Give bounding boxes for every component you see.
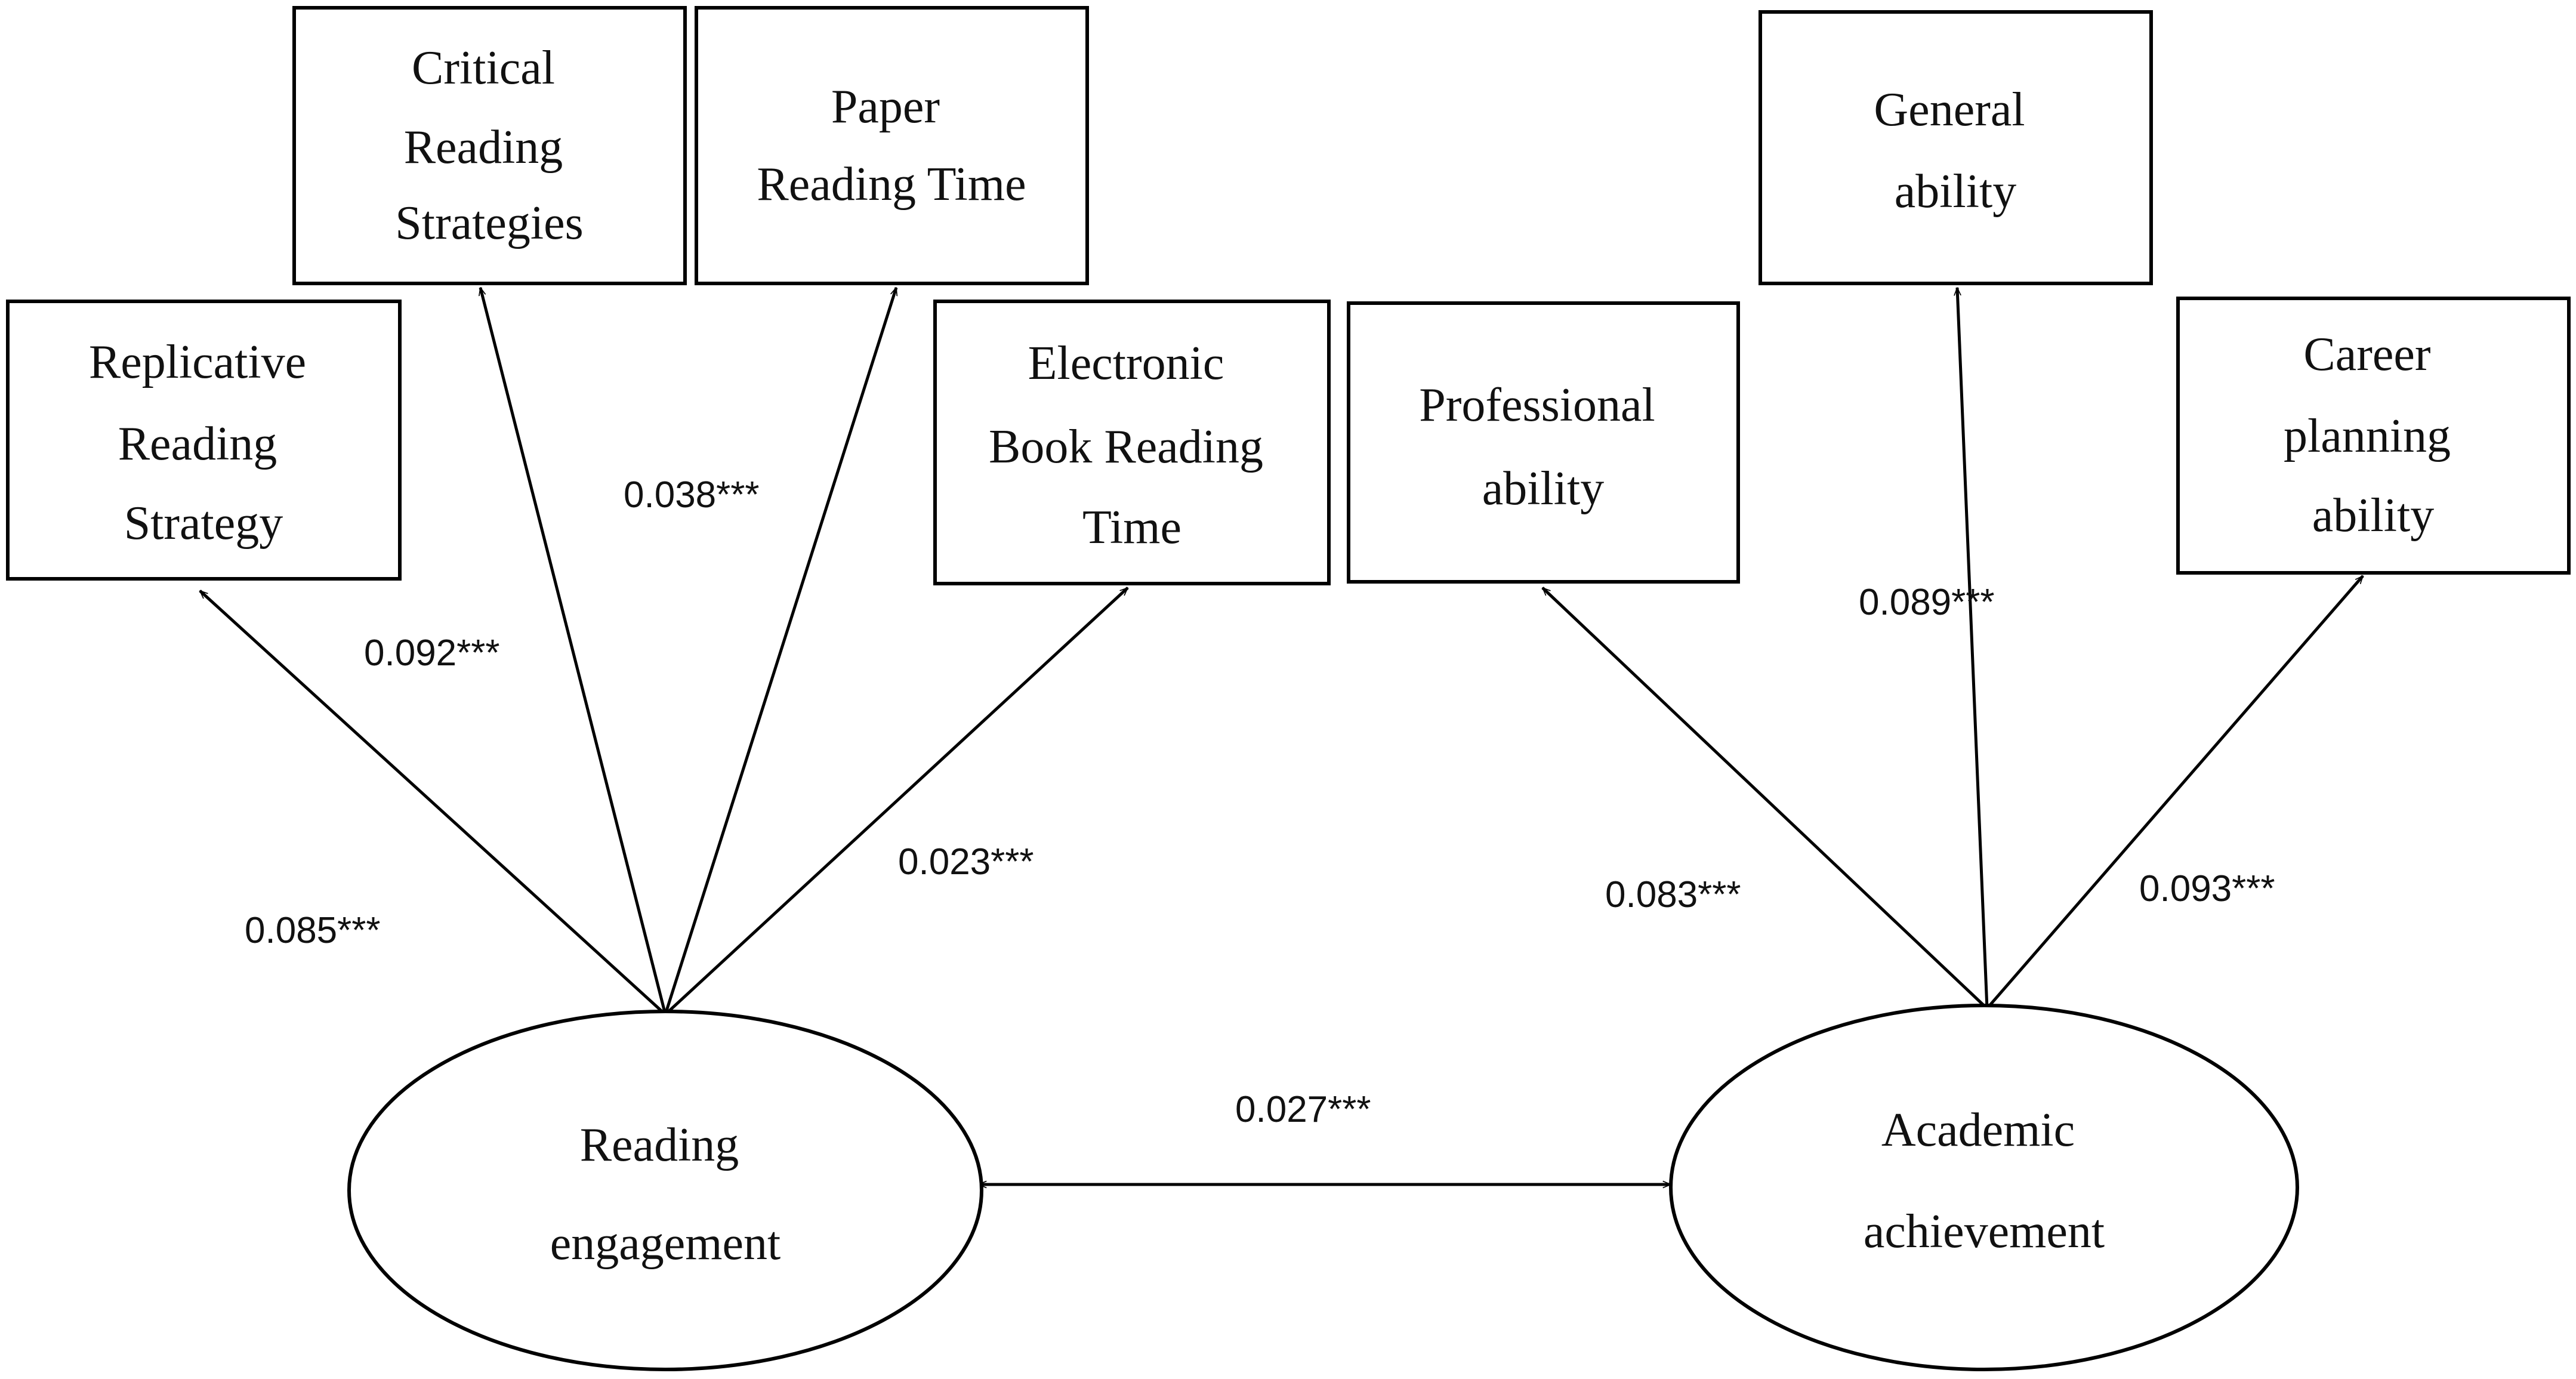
- ellipse-academic-achievement: Academic achievement: [1669, 1004, 2299, 1371]
- svg-text:Electronic Book Reading: Electronic Book Reading Time: [989, 337, 1275, 554]
- box-replicative-reading-strategy: Replicative Reading Strategy: [6, 300, 402, 581]
- arrow-professional: [1541, 587, 1988, 1010]
- coef-career: 0.093***: [2139, 868, 2275, 909]
- arrow-paper: [664, 288, 898, 1015]
- box-career-planning-ability: Career planning ability: [2176, 297, 2571, 575]
- box-professional-ability: Professional ability: [1347, 301, 1740, 584]
- box-electronic-book-reading-time: Electronic Book Reading Time: [933, 300, 1331, 585]
- svg-text:Career planning ab: Career planning ability: [2284, 328, 2463, 542]
- svg-text:Critical Reading S: Critical Reading Strategies: [395, 42, 583, 249]
- coef-professional: 0.083***: [1605, 874, 1741, 915]
- arrow-critical: [480, 288, 667, 1015]
- coef-critical: 0.092***: [364, 633, 500, 674]
- svg-text:Replicative Reading: Replicative Reading Strategy: [89, 336, 318, 550]
- coef-paper: 0.038***: [624, 474, 760, 516]
- arrow-career: [1986, 575, 2364, 1010]
- arrow-ebook: [664, 587, 1129, 1016]
- arrow-general: [1957, 288, 1989, 1009]
- coef-replicative: 0.085***: [245, 910, 381, 951]
- svg-text:Professional ability: Professional ability: [1419, 379, 1667, 515]
- arrow-replicative: [199, 590, 667, 1016]
- coef-ebook: 0.023***: [898, 841, 1034, 883]
- svg-text:General ability: General ability: [1874, 84, 2037, 218]
- svg-text:Reading engagement: Reading engagement: [550, 1119, 780, 1270]
- box-general-ability: General ability: [1759, 10, 2153, 285]
- coef-general: 0.089***: [1859, 582, 1995, 623]
- svg-text:Academic achievement: Academic achievement: [1864, 1104, 2105, 1258]
- svg-text:Paper Reading Time: Paper Reading Time: [757, 81, 1026, 211]
- coef-correlation: 0.027***: [1235, 1089, 1371, 1130]
- box-paper-reading-time: Paper Reading Time: [695, 6, 1089, 285]
- box-critical-reading-strategies: Critical Reading Strategies: [292, 6, 687, 285]
- ellipse-reading-engagement: Reading engagement: [347, 1010, 983, 1371]
